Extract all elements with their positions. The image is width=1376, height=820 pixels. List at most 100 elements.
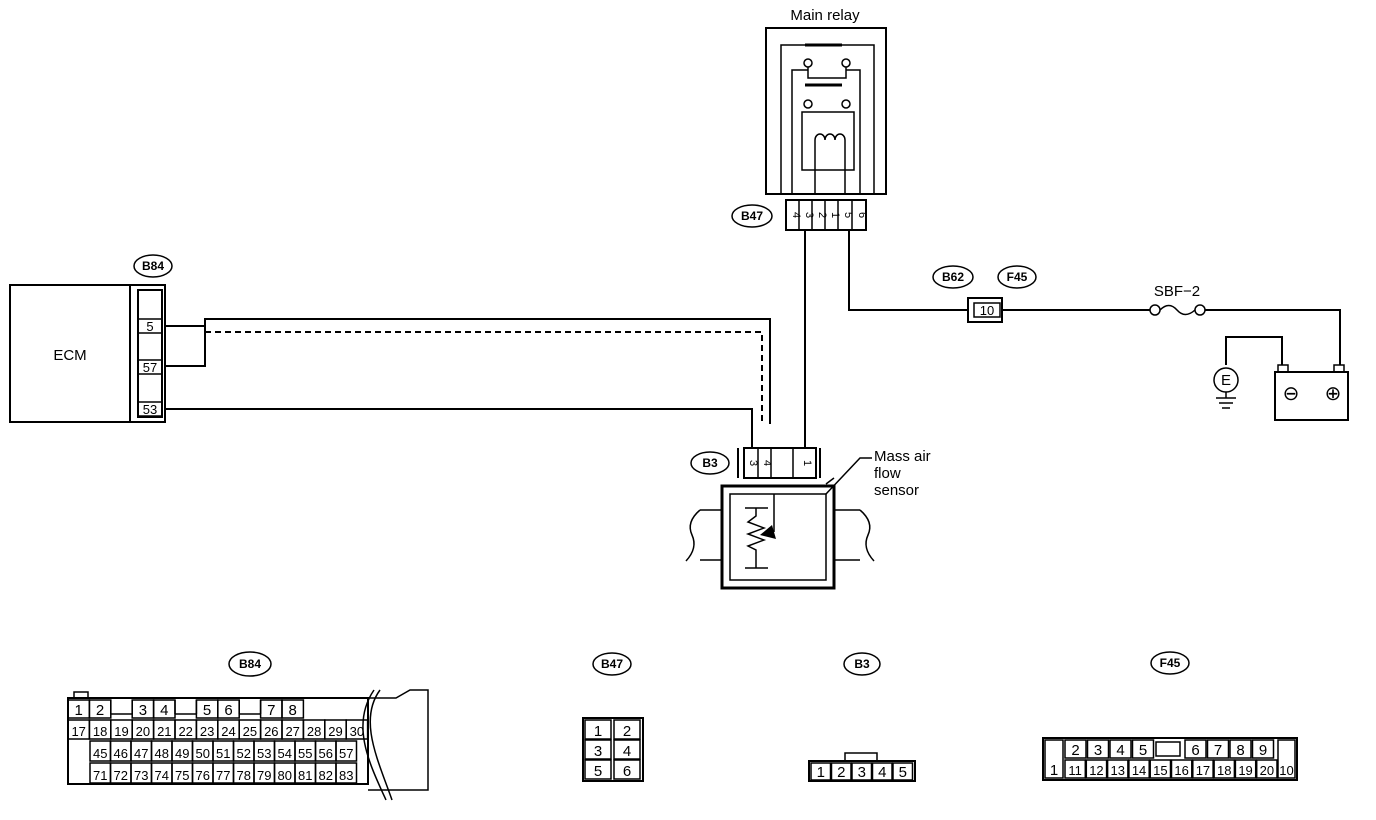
connector-pin-number: 5 (1139, 742, 1147, 759)
connector-pin-number: 28 (307, 724, 321, 739)
connector-pin-number: 54 (278, 746, 292, 761)
connector-pin-number: 22 (178, 724, 192, 739)
battery: ⊖ ⊕ (1274, 364, 1349, 421)
b62-pin-10: 10 (980, 303, 994, 318)
fuse-sbf-2: SBF−2 (1149, 283, 1206, 316)
maf-label-line-2: flow (874, 465, 901, 482)
svg-text:B47: B47 (741, 209, 763, 223)
connector-pin-cell (1064, 759, 1087, 779)
main-relay: Main relay 4 3 2 1 5 6 B47 (731, 7, 887, 231)
connector-pin-cell (1251, 739, 1275, 759)
maf-connector-id: B3 (690, 451, 730, 475)
connector-pin-number: 74 (155, 768, 169, 783)
connector-pin-number: 14 (1132, 763, 1146, 778)
connector-pin-number: 6 (224, 702, 232, 719)
svg-text:B47: B47 (601, 657, 623, 671)
connector-pin-number: 80 (278, 768, 292, 783)
svg-text:F45: F45 (1160, 656, 1181, 670)
relay-pin-1: 1 (829, 212, 841, 218)
connector-pin-cell (1277, 739, 1296, 779)
ecm-label: ECM (53, 347, 86, 364)
connector-pin-cell (810, 762, 832, 781)
connector-pin-cell (1206, 739, 1230, 759)
connector-pin-number: 1 (75, 702, 83, 719)
b62-f45-connector: B62 F45 10 (932, 265, 1037, 323)
connector-pin-cell (1170, 759, 1193, 779)
connector-pin-cell (345, 719, 369, 740)
connector-pin-number: 3 (594, 743, 602, 760)
svg-text:B3: B3 (702, 456, 718, 470)
b62-connector-id: B62 (932, 265, 974, 289)
connector-pin-number: 1 (1050, 762, 1058, 779)
maf-label-line-1: Mass air (874, 448, 931, 465)
connector-pin-cell (1106, 759, 1129, 779)
connector-pin-number: 17 (71, 724, 85, 739)
connector-pin-number: 57 (339, 746, 353, 761)
connector-pin-number: 15 (1153, 763, 1167, 778)
relay-wiring (804, 230, 1341, 448)
connector-pin-number: 50 (196, 746, 210, 761)
connector-pin-cell (1128, 759, 1150, 779)
connector-pin-number: 56 (319, 746, 333, 761)
connector-pin-number: 8 (289, 702, 297, 719)
main-relay-label: Main relay (790, 7, 860, 24)
connector-pin-number: 13 (1111, 763, 1125, 778)
connector-pin-number: 73 (134, 768, 148, 783)
connector-pin-number: 2 (623, 723, 631, 740)
connector-pin-number: 81 (298, 768, 312, 783)
relay-pin-4: 4 (790, 212, 802, 218)
connector-pin-cell (892, 762, 914, 781)
connector-pin-cell (1109, 739, 1132, 759)
connector-pin-number: 1 (594, 723, 602, 740)
connector-pin-number: 19 (114, 724, 128, 739)
connector-pin-number: 5 (203, 702, 211, 719)
b47-face-label: B47 (592, 652, 632, 676)
connector-pin-number: 4 (160, 702, 168, 719)
connector-pin-number: 46 (114, 746, 128, 761)
connector-pin-number: 16 (1174, 763, 1188, 778)
connector-pin-number: 25 (243, 724, 257, 739)
connector-pin-number: 8 (1236, 742, 1244, 759)
connector-pin-number: 48 (155, 746, 169, 761)
b3-face-label: B3 (843, 652, 881, 676)
connector-pin-number: 83 (339, 768, 353, 783)
battery-positive-terminal: ⊕ (1325, 383, 1342, 405)
connector-pin-number: 29 (328, 724, 342, 739)
connector-pin-number: 3 (858, 764, 866, 781)
relay-connector-id: B47 (731, 204, 773, 228)
connector-pin-number: 77 (216, 768, 230, 783)
connector-pin-cell (1234, 759, 1257, 779)
relay-pin-3: 3 (803, 212, 815, 218)
connector-pin-number: 78 (237, 768, 251, 783)
connector-pin-number: 51 (216, 746, 230, 761)
connector-pin-number: 45 (93, 746, 107, 761)
ecm-pin-5: 5 (146, 319, 153, 334)
connector-pin-number: 5 (594, 763, 602, 780)
battery-negative-terminal: ⊖ (1283, 383, 1300, 405)
svg-text:B62: B62 (942, 270, 964, 284)
connector-pin-cell (613, 719, 641, 740)
connector-pin-number: 6 (623, 763, 631, 780)
connector-pin-number: 17 (1196, 763, 1210, 778)
connector-pin-number: 24 (221, 724, 235, 739)
connector-pin-cell (281, 699, 305, 719)
connector-pin-number: 79 (257, 768, 271, 783)
connector-pin-cell (584, 739, 612, 760)
relay-pin-5: 5 (842, 212, 854, 218)
ecm-connector-id: B84 (133, 254, 173, 278)
connector-pin-cell (613, 739, 641, 760)
ground-symbol: E (1213, 367, 1239, 409)
connector-pin-cell (584, 719, 612, 740)
svg-text:F45: F45 (1007, 270, 1028, 284)
svg-text:B84: B84 (239, 657, 261, 671)
maf-label-line-3: sensor (874, 482, 919, 499)
connector-pin-number: 27 (285, 724, 299, 739)
connector-pin-cell (1192, 759, 1214, 779)
connector-pin-number: 21 (157, 724, 171, 739)
relay-pin-6: 6 (856, 212, 868, 218)
connector-pin-number: 3 (1094, 742, 1102, 759)
